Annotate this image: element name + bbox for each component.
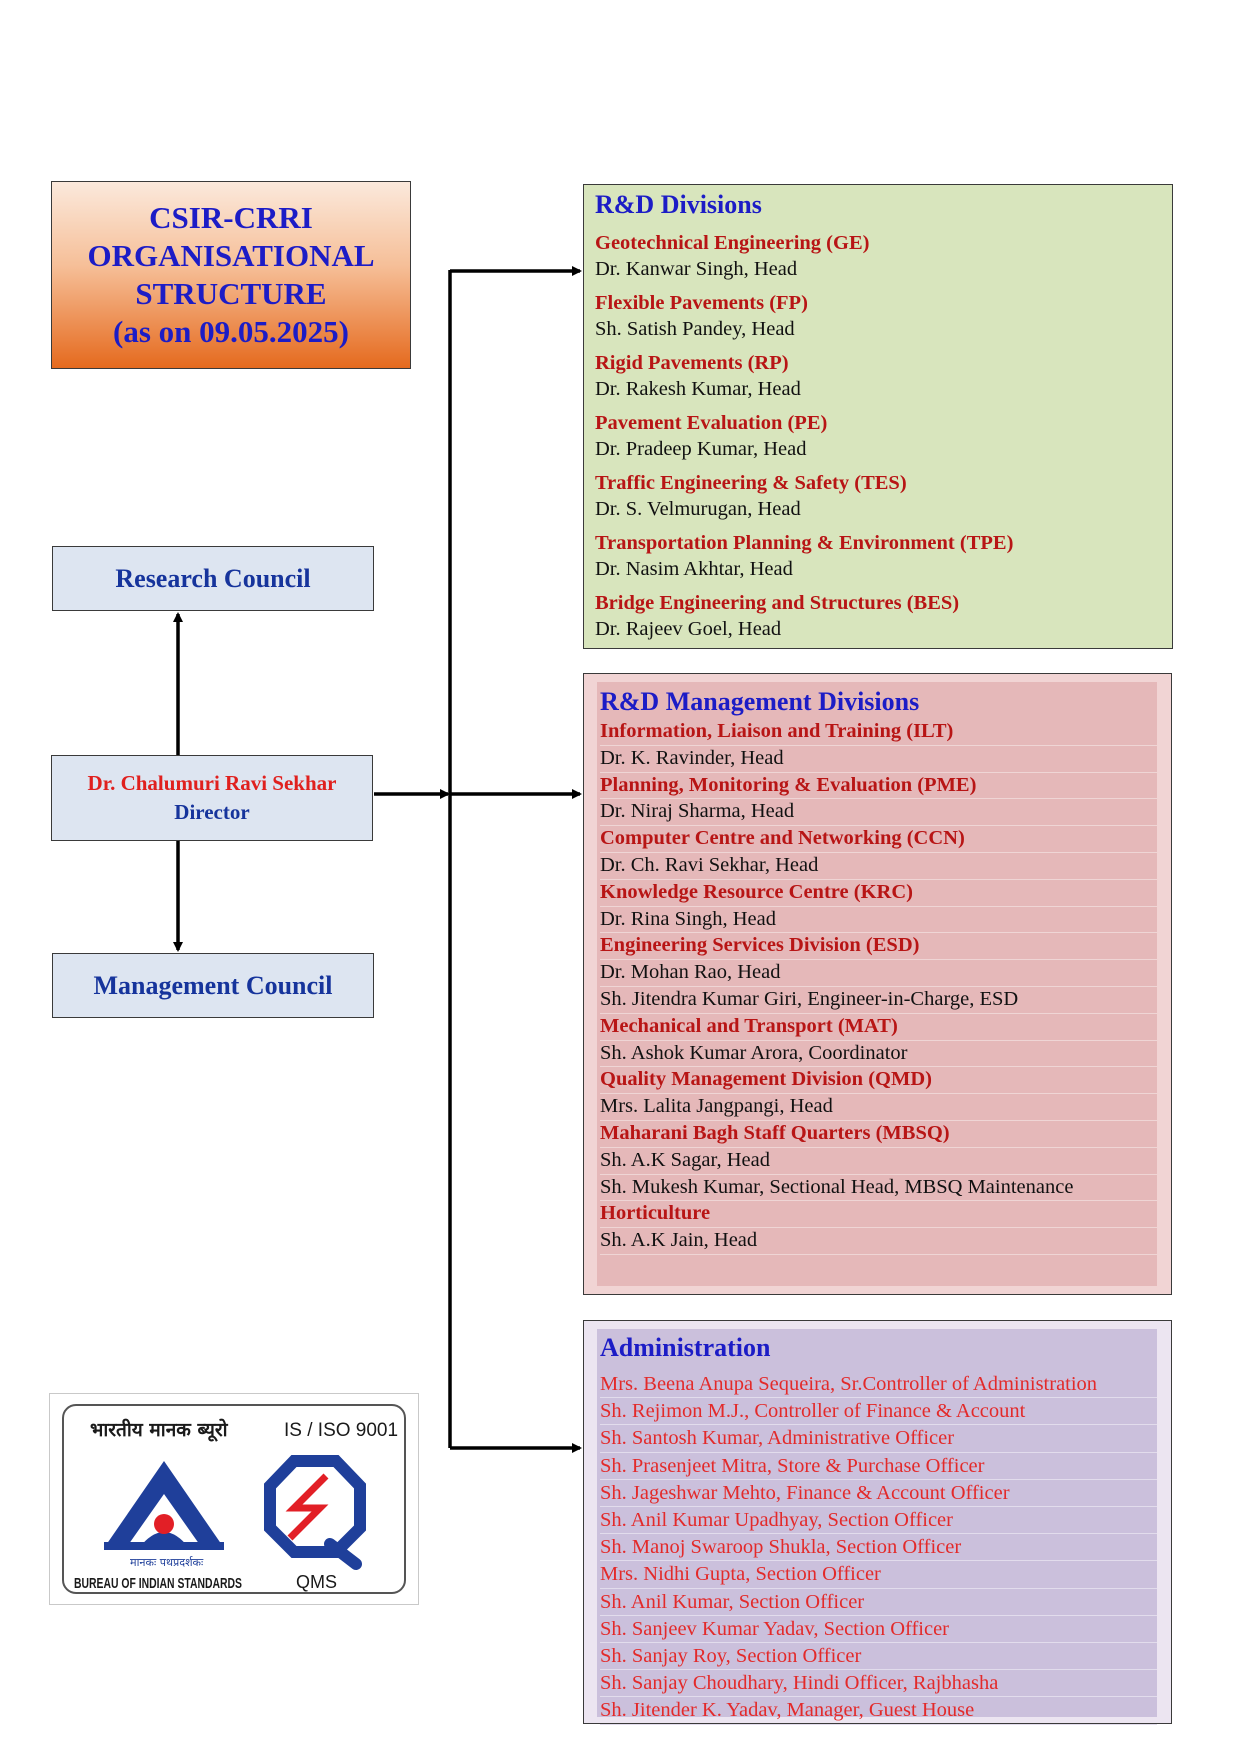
division-item: Rigid Pavements (RP) Dr. Rakesh Kumar, H… <box>595 350 1172 402</box>
bis-hindi-text: भारतीय मानक ब्यूरो <box>90 1418 229 1442</box>
division-head: Dr. Rajeev Goel, Head <box>595 618 782 640</box>
division-name: Bridge Engineering and Structures (BES) <box>595 592 960 614</box>
research-council-label: Research Council <box>115 563 311 593</box>
division-name: Knowledge Resource Centre (KRC) <box>600 880 1157 907</box>
division-head: Mrs. Lalita Jangpangi, Head <box>600 1094 1157 1121</box>
division-item: Knowledge Resource Centre (KRC) Dr. Rina… <box>600 880 1157 934</box>
division-head: Dr. K. Ravinder, Head <box>600 746 1157 773</box>
division-head: Sh. Mukesh Kumar, Sectional Head, MBSQ M… <box>600 1175 1157 1202</box>
division-name: Mechanical and Transport (MAT) <box>600 1014 1157 1041</box>
division-head: Sh. Jitendra Kumar Giri, Engineer-in-Cha… <box>600 987 1157 1014</box>
rnd-management-divisions-title: R&D Management Divisions <box>600 687 920 716</box>
logo-frame: भारतीय मानक ब्यूरो IS / ISO 9001 मानकः प… <box>62 1404 406 1594</box>
title-line-1: CSIR-CRRI <box>149 200 313 235</box>
director-title: Director <box>174 800 250 824</box>
division-head: Dr. Ch. Ravi Sekhar, Head <box>600 853 1157 880</box>
division-item: Transportation Planning & Environment (T… <box>595 530 1172 582</box>
officer-item: Sh. Jitender K. Yadav, Manager, Guest Ho… <box>600 1697 1157 1725</box>
officer-item: Sh. Sanjeev Kumar Yadav, Section Officer <box>600 1616 1157 1644</box>
division-head: Sh. Satish Pandey, Head <box>595 318 795 340</box>
division-item: Bridge Engineering and Structures (BES) … <box>595 590 1172 642</box>
administration-panel: Administration Mrs. Beena Anupa Sequeira… <box>597 1329 1157 1725</box>
administration-title: Administration <box>600 1333 771 1362</box>
division-item: Quality Management Division (QMD) Mrs. L… <box>600 1067 1157 1121</box>
officer-item: Sh. Anil Kumar Upadhyay, Section Officer <box>600 1507 1157 1535</box>
title-line-3: STRUCTURE <box>135 276 327 311</box>
division-name: Pavement Evaluation (PE) <box>595 412 828 434</box>
division-head: Dr. Nasim Akhtar, Head <box>595 558 793 580</box>
division-name: Flexible Pavements (FP) <box>595 292 808 314</box>
division-item: Planning, Monitoring & Evaluation (PME) … <box>600 773 1157 827</box>
division-head: Dr. Rina Singh, Head <box>600 907 1157 934</box>
research-council-box: Research Council <box>52 546 374 611</box>
bis-name-text: BUREAU OF INDIAN STANDARDS <box>74 1575 242 1592</box>
division-item: Horticulture Sh. A.K Jain, Head <box>600 1201 1157 1255</box>
division-name: Geotechnical Engineering (GE) <box>595 232 870 254</box>
management-council-box: Management Council <box>52 953 374 1018</box>
division-head: Dr. S. Velmurugan, Head <box>595 498 801 520</box>
org-title-box: CSIR-CRRI ORGANISATIONAL STRUCTURE (as o… <box>51 181 411 369</box>
director-name: Dr. Chalumuri Ravi Sekhar <box>87 771 337 795</box>
division-head: Dr. Kanwar Singh, Head <box>595 258 798 280</box>
rnd-divisions-box: R&D Divisions Geotechnical Engineering (… <box>583 184 1173 649</box>
division-name: Horticulture <box>600 1201 1157 1229</box>
officer-item: Sh. Prasenjeet Mitra, Store & Purchase O… <box>600 1453 1157 1480</box>
division-item: Traffic Engineering & Safety (TES) Dr. S… <box>595 470 1172 522</box>
division-head: Sh. Ashok Kumar Arora, Coordinator <box>600 1041 1157 1068</box>
title-line-2: ORGANISATIONAL <box>87 238 375 273</box>
division-item: Geotechnical Engineering (GE) Dr. Kanwar… <box>595 230 1172 282</box>
management-council-label: Management Council <box>93 970 333 1000</box>
division-item: Computer Centre and Networking (CCN) Dr.… <box>600 826 1157 880</box>
qms-text: QMS <box>296 1572 337 1592</box>
division-name: Traffic Engineering & Safety (TES) <box>595 472 907 494</box>
rnd-management-divisions-panel: R&D Management Divisions Information, Li… <box>597 682 1157 1286</box>
officer-item: Sh. Sanjay Roy, Section Officer <box>600 1643 1157 1671</box>
division-name: Information, Liaison and Training (ILT) <box>600 719 1157 746</box>
division-head: Dr. Niraj Sharma, Head <box>600 799 1157 827</box>
officer-item: Mrs. Nidhi Gupta, Section Officer <box>600 1561 1157 1589</box>
rnd-divisions-title: R&D Divisions <box>595 190 762 219</box>
division-item: Mechanical and Transport (MAT) Sh. Ashok… <box>600 1014 1157 1068</box>
division-name: Transportation Planning & Environment (T… <box>595 532 1014 554</box>
bis-tagline: मानकः पथप्रदर्शकः <box>130 1556 204 1569</box>
division-head: Sh. A.K Sagar, Head <box>600 1148 1157 1175</box>
officer-item: Sh. Jageshwar Mehto, Finance & Account O… <box>600 1480 1157 1508</box>
title-line-4: (as on 09.05.2025) <box>113 314 349 349</box>
qms-emblem-icon <box>264 1455 366 1570</box>
officer-item: Sh. Santosh Kumar, Administrative Office… <box>600 1425 1157 1453</box>
division-name: Quality Management Division (QMD) <box>600 1067 1157 1095</box>
officer-item: Sh. Rejimon M.J., Controller of Finance … <box>600 1398 1157 1426</box>
iso-text: IS / ISO 9001 <box>284 1420 398 1441</box>
bis-emblem-icon <box>104 1461 224 1550</box>
division-name: Engineering Services Division (ESD) <box>600 933 1157 961</box>
director-box: Dr. Chalumuri Ravi Sekhar Director <box>51 755 373 841</box>
division-head: Dr. Pradeep Kumar, Head <box>595 438 807 460</box>
division-head: Dr. Mohan Rao, Head <box>600 960 1157 987</box>
division-item: Pavement Evaluation (PE) Dr. Pradeep Kum… <box>595 410 1172 462</box>
division-name: Planning, Monitoring & Evaluation (PME) <box>600 773 1157 800</box>
rnd-management-divisions-box: R&D Management Divisions Information, Li… <box>583 673 1172 1295</box>
division-item: Maharani Bagh Staff Quarters (MBSQ) Sh. … <box>600 1121 1157 1202</box>
division-head: Dr. Rakesh Kumar, Head <box>595 378 801 400</box>
officer-item: Sh. Anil Kumar, Section Officer <box>600 1589 1157 1616</box>
division-head: Sh. A.K Jain, Head <box>600 1228 1157 1255</box>
division-name: Maharani Bagh Staff Quarters (MBSQ) <box>600 1121 1157 1148</box>
bis-iso-logo: भारतीय मानक ब्यूरो IS / ISO 9001 मानकः प… <box>49 1393 419 1605</box>
division-name: Rigid Pavements (RP) <box>595 352 789 374</box>
administration-box: Administration Mrs. Beena Anupa Sequeira… <box>583 1320 1172 1725</box>
division-item: Information, Liaison and Training (ILT) … <box>600 719 1157 773</box>
logo-graphics: भारतीय मानक ब्यूरो IS / ISO 9001 मानकः प… <box>74 1418 398 1592</box>
officer-item: Sh. Manoj Swaroop Shukla, Section Office… <box>600 1534 1157 1562</box>
division-item: Engineering Services Division (ESD) Dr. … <box>600 933 1157 1014</box>
division-item: Flexible Pavements (FP) Sh. Satish Pande… <box>595 290 1172 342</box>
officer-item: Sh. Sanjay Choudhary, Hindi Officer, Raj… <box>600 1670 1157 1698</box>
officer-item: Mrs. Beena Anupa Sequeira, Sr.Controller… <box>600 1371 1157 1399</box>
division-name: Computer Centre and Networking (CCN) <box>600 826 1157 853</box>
